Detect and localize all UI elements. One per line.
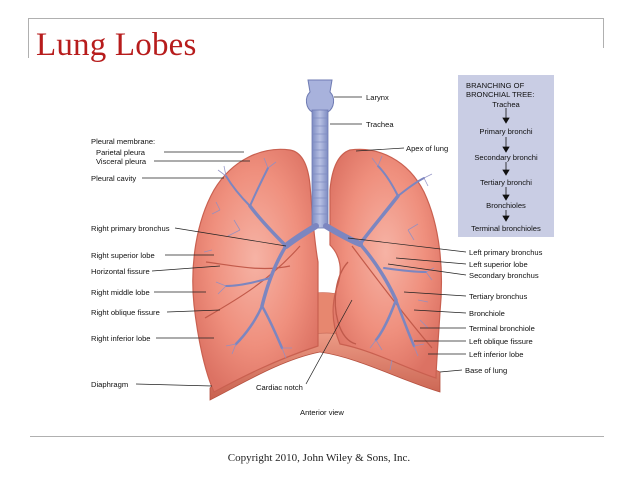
label-right-oblique-fissure: Right oblique fissure — [91, 308, 160, 317]
bottom-horizontal-rule — [30, 436, 604, 437]
top-horizontal-rule — [28, 18, 604, 19]
horizontal-fissure-line — [205, 261, 291, 270]
branching-step-terminal-bronchioles: Terminal bronchioles — [471, 224, 541, 233]
label-tertiary-bronchus: Tertiary bronchus — [469, 292, 527, 301]
label-terminal-bronchiole: Terminal bronchiole — [469, 324, 535, 333]
slide-title: Lung Lobes — [36, 27, 197, 63]
bronchiole-network — [203, 155, 435, 371]
branching-step-tertiary-bronchi: Tertiary bronchi — [480, 178, 532, 187]
leader-lines — [135, 96, 467, 387]
label-bronchiole: Bronchiole — [469, 309, 505, 318]
label-left-inferior-lobe: Left inferior lobe — [469, 350, 523, 359]
top-left-vertical-rule — [28, 18, 29, 58]
branching-step-secondary-bronchi: Secondary bronchi — [474, 153, 538, 162]
label-horizontal-fissure: Horizontal fissure — [91, 267, 150, 276]
cardiac-notch-shape — [334, 261, 357, 345]
label-pleural-membrane: Pleural membrane: — [91, 137, 155, 146]
left-lung — [329, 148, 443, 379]
right-lung — [192, 148, 319, 393]
label-trachea: Trachea — [366, 120, 394, 129]
top-right-vertical-rule — [603, 18, 604, 48]
bronchial-tree — [225, 165, 427, 350]
label-base-of-lung: Base of lung — [465, 366, 507, 375]
branching-title-line2: BRONCHIAL TREE: — [466, 90, 534, 99]
figure-caption: Anterior view — [300, 408, 344, 417]
label-right-middle-lobe: Right middle lobe — [91, 288, 150, 297]
figure-labels: Larynx Trachea Apex of lung Pleural memb… — [91, 93, 543, 417]
label-right-inferior-lobe: Right inferior lobe — [91, 334, 151, 343]
label-larynx: Larynx — [366, 93, 389, 102]
copyright-notice: Copyright 2010, John Wiley & Sons, Inc. — [227, 452, 411, 464]
right-oblique-fissure-line — [204, 245, 301, 319]
label-left-superior-lobe: Left superior lobe — [469, 260, 528, 269]
branching-step-primary-bronchi: Primary bronchi — [479, 127, 532, 136]
branching-title-line1: BRANCHING OF — [466, 81, 525, 90]
branching-box-text: BRANCHING OF BRONCHIAL TREE: Trachea Pri… — [466, 81, 541, 233]
label-right-primary-bronchus: Right primary bronchus — [91, 224, 170, 233]
label-right-superior-lobe: Right superior lobe — [91, 251, 155, 260]
label-left-oblique-fissure: Left oblique fissure — [469, 337, 533, 346]
label-pleural-cavity: Pleural cavity — [91, 174, 136, 183]
larynx-shape — [305, 79, 335, 113]
label-secondary-bronchus: Secondary bronchus — [469, 271, 539, 280]
label-left-primary-bronchus: Left primary bronchus — [469, 248, 543, 257]
label-parietal-pleura: Parietal pleura — [96, 148, 146, 157]
label-apex-of-lung: Apex of lung — [406, 144, 448, 153]
branching-step-bronchioles: Bronchioles — [486, 201, 526, 210]
label-visceral-pleura: Visceral pleura — [96, 157, 147, 166]
label-diaphragm: Diaphragm — [91, 380, 128, 389]
branching-arrows — [502, 108, 510, 222]
label-cardiac-notch: Cardiac notch — [256, 383, 303, 392]
branching-step-trachea: Trachea — [492, 100, 520, 109]
trachea-shape — [311, 109, 329, 229]
